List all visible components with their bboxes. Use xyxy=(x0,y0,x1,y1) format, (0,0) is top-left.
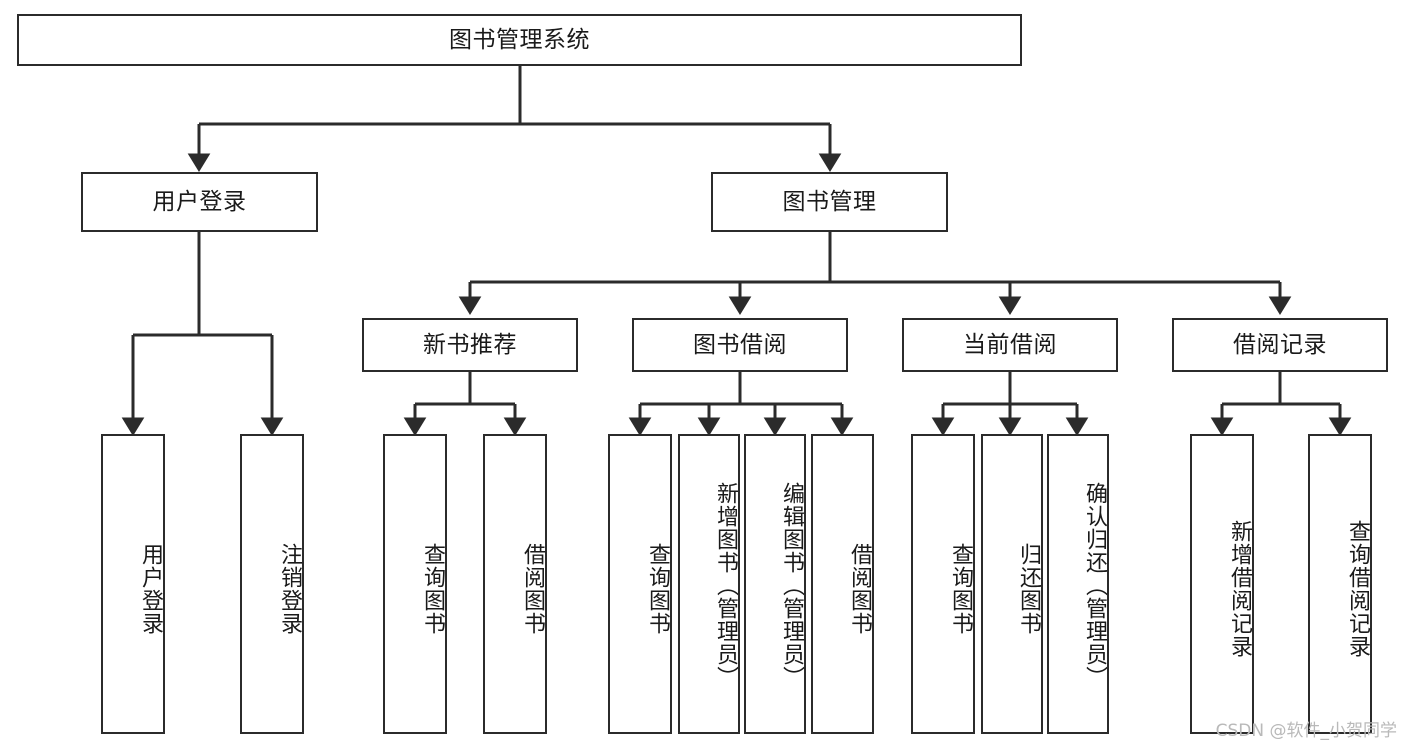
node-label: 用户登录 xyxy=(152,188,247,215)
node-label: 归还图书 xyxy=(1016,543,1041,635)
leaf-borrow-borrow-book[interactable]: 借阅图书 xyxy=(811,434,874,734)
node-label: 新书推荐 xyxy=(423,331,517,358)
node-label: 借阅记录 xyxy=(1233,331,1327,358)
leaf-newbook-query-book[interactable]: 查询图书 xyxy=(383,434,447,734)
node-label: 用户登录 xyxy=(138,543,163,635)
node-label: 编辑图书（管理员） xyxy=(779,481,804,689)
node-label: 新增图书（管理员） xyxy=(713,481,738,689)
node-label: 新增借阅记录 xyxy=(1227,520,1252,658)
node-label: 当前借阅 xyxy=(963,331,1057,358)
node-label: 借阅图书 xyxy=(520,543,545,635)
node-label: 图书管理系统 xyxy=(449,26,590,53)
node-label: 确认归还（管理员） xyxy=(1082,481,1107,689)
leaf-current-confirm-return[interactable]: 确认归还（管理员） xyxy=(1047,434,1109,734)
node-new-book-recommend[interactable]: 新书推荐 xyxy=(362,318,578,372)
leaf-record-add-record[interactable]: 新增借阅记录 xyxy=(1190,434,1254,734)
node-label: 注销登录 xyxy=(277,543,302,635)
node-label: 图书借阅 xyxy=(693,331,787,358)
leaf-user-login[interactable]: 用户登录 xyxy=(101,434,165,734)
node-label: 查询图书 xyxy=(420,543,445,635)
node-book-borrow[interactable]: 图书借阅 xyxy=(632,318,848,372)
node-current-borrow[interactable]: 当前借阅 xyxy=(902,318,1118,372)
leaf-borrow-add-book[interactable]: 新增图书（管理员） xyxy=(678,434,740,734)
leaf-newbook-borrow-book[interactable]: 借阅图书 xyxy=(483,434,547,734)
leaf-record-query-record[interactable]: 查询借阅记录 xyxy=(1308,434,1372,734)
node-user-login[interactable]: 用户登录 xyxy=(81,172,318,232)
leaf-current-query-book[interactable]: 查询图书 xyxy=(911,434,975,734)
node-root-system[interactable]: 图书管理系统 xyxy=(17,14,1022,66)
leaf-borrow-edit-book[interactable]: 编辑图书（管理员） xyxy=(744,434,806,734)
leaf-current-return-book[interactable]: 归还图书 xyxy=(981,434,1043,734)
leaf-user-logout[interactable]: 注销登录 xyxy=(240,434,304,734)
leaf-borrow-query-book[interactable]: 查询图书 xyxy=(608,434,672,734)
csdn-watermark: CSDN @软件_小贺同学 xyxy=(1215,721,1397,741)
node-label: 查询图书 xyxy=(948,543,973,635)
node-label: 图书管理 xyxy=(782,188,877,215)
node-label: 查询借阅记录 xyxy=(1345,520,1370,658)
node-label: 查询图书 xyxy=(645,543,670,635)
node-label: 借阅图书 xyxy=(847,543,872,635)
node-borrow-record[interactable]: 借阅记录 xyxy=(1172,318,1388,372)
node-book-management[interactable]: 图书管理 xyxy=(711,172,948,232)
